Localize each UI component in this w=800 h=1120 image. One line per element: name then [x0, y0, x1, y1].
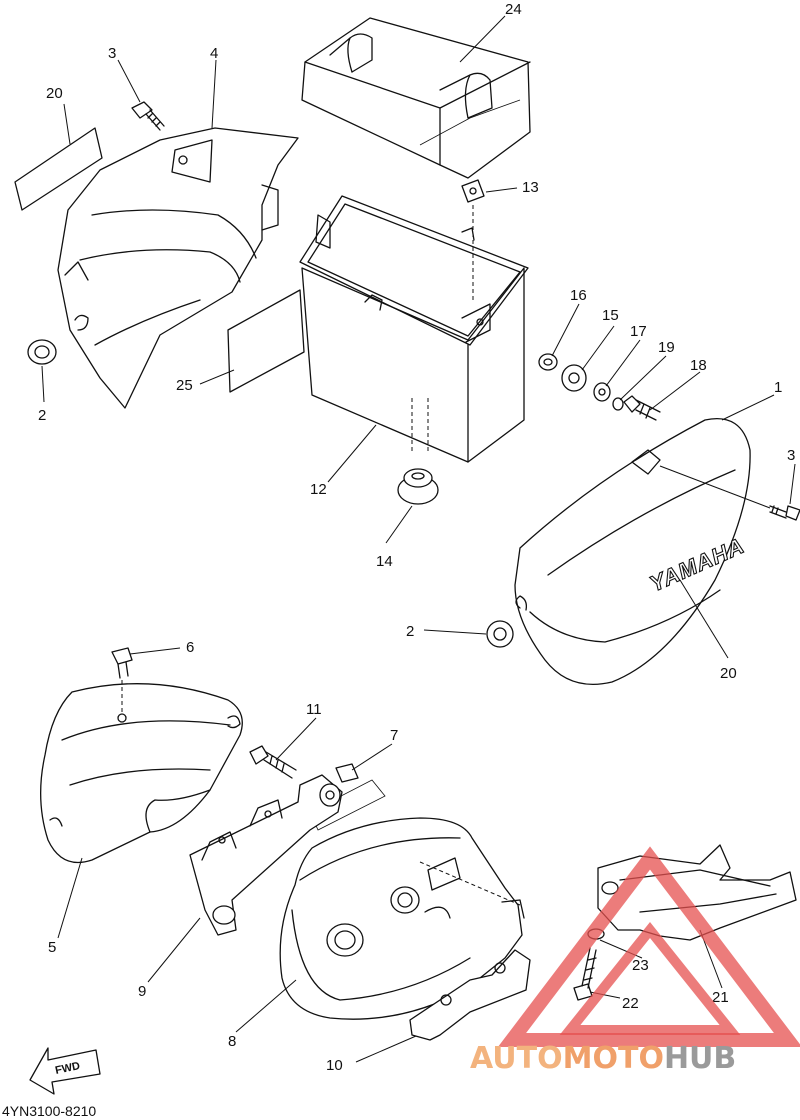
- tool-box: [279, 817, 525, 1020]
- callout-23: 23: [632, 957, 649, 974]
- automotohub-watermark: AUTOMOTOHUB: [470, 846, 800, 1076]
- callout-16: 16: [570, 287, 587, 304]
- bracket-10: [409, 949, 531, 1041]
- bolt-11: [249, 745, 297, 779]
- callout-17: 17: [630, 323, 647, 340]
- watermark-auto: AUTO: [470, 1041, 563, 1076]
- bolt-3-left: [131, 101, 165, 131]
- callout-19: 19: [658, 339, 675, 356]
- callout-1: 1: [774, 379, 782, 396]
- damper-14: [397, 468, 439, 505]
- callout-7: 7: [390, 727, 398, 744]
- screw-6: [111, 647, 133, 712]
- grommet-2-right: [486, 620, 514, 648]
- callout-25: 25: [176, 377, 193, 394]
- battery-cover: [301, 17, 531, 179]
- callout-11: 11: [306, 701, 322, 718]
- callout-2-center: 2: [406, 623, 414, 640]
- grommet-2-left: [27, 339, 57, 365]
- callout-20-left: 20: [46, 85, 63, 102]
- callout-13: 13: [522, 179, 539, 196]
- callout-20-right: 20: [720, 665, 737, 682]
- callout-10: 10: [326, 1057, 343, 1074]
- bolt-3-right: [659, 465, 800, 521]
- callout-24: 24: [505, 1, 522, 18]
- callout-3-left: 3: [108, 45, 116, 62]
- callout-4: 4: [210, 45, 218, 62]
- bracket-9: [189, 774, 343, 936]
- watermark-triangle: [497, 846, 800, 1047]
- callout-5: 5: [48, 939, 56, 956]
- callout-14: 14: [376, 553, 393, 570]
- callout-18: 18: [690, 357, 707, 374]
- callout-2-left: 2: [38, 407, 46, 424]
- watermark-moto: MOTO: [563, 1041, 664, 1076]
- callout-8: 8: [228, 1033, 236, 1050]
- callout-21: 21: [712, 989, 729, 1006]
- battery-box: [299, 195, 529, 463]
- tool-box-cover: [40, 683, 243, 864]
- fwd-arrow: FWD: [29, 1047, 101, 1095]
- watermark-hub: HUB: [664, 1041, 736, 1076]
- callout-9: 9: [138, 983, 146, 1000]
- svg-text:AUTOMOTOHUB: AUTOMOTOHUB: [470, 1041, 736, 1076]
- side-cover-right: YAMAHA: [514, 418, 751, 686]
- fwd-label: FWD: [54, 1060, 81, 1077]
- callout-22: 22: [622, 995, 639, 1012]
- label-20-left: [14, 127, 103, 211]
- callout-numbers: 24 3 4 20 13 16 15 17 19 18 1 3 2 25 12 …: [38, 1, 795, 1074]
- callout-6: 6: [186, 639, 194, 656]
- clip-nut-13: [461, 179, 485, 300]
- label-25: [227, 289, 305, 393]
- callout-12: 12: [310, 481, 327, 498]
- part-code: 4YN3100-8210: [2, 1103, 96, 1119]
- callout-15: 15: [602, 307, 619, 324]
- inner-cover-left: [57, 127, 299, 409]
- callout-3-right: 3: [787, 447, 795, 464]
- mounting-hardware: [538, 353, 661, 421]
